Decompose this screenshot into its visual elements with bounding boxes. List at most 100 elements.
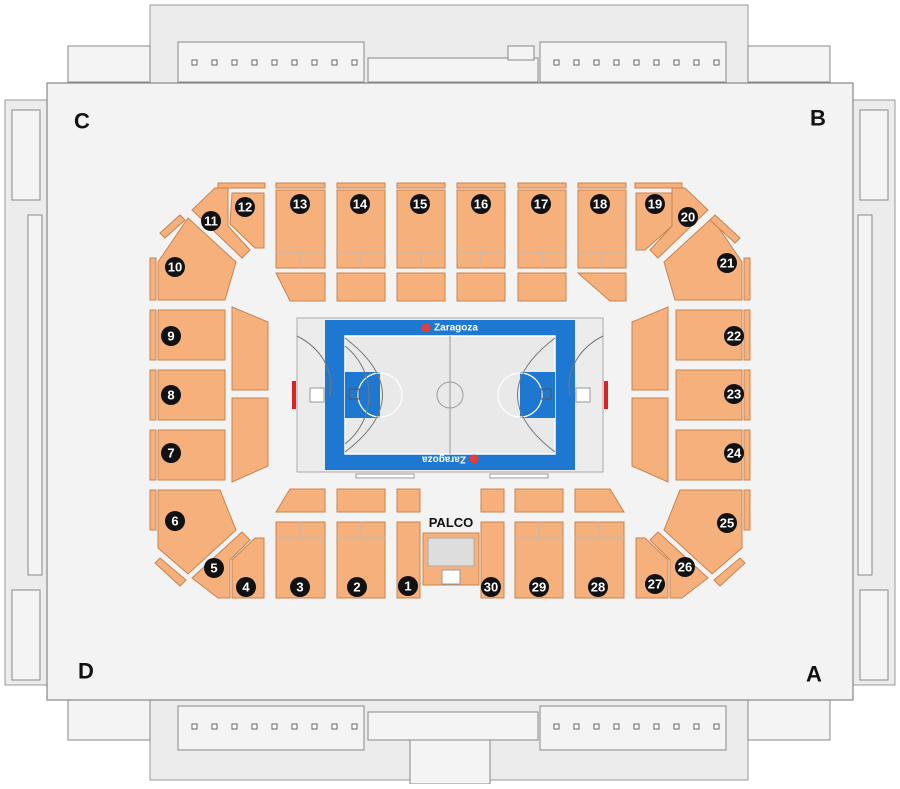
svg-text:12: 12 — [238, 200, 252, 215]
section-22[interactable] — [675, 309, 743, 361]
svg-text:6: 6 — [171, 514, 178, 529]
badge-19: 19 — [645, 194, 665, 214]
window-marker — [693, 723, 700, 730]
section-17-top-rail — [517, 182, 567, 189]
section-17[interactable] — [517, 189, 567, 269]
badge-27: 27 — [645, 574, 665, 594]
court-brand-top: Zaragoza — [421, 323, 478, 334]
window-marker — [291, 723, 298, 730]
section-15[interactable] — [396, 189, 446, 269]
window-marker — [191, 723, 198, 730]
window-marker — [251, 59, 258, 66]
svg-text:15: 15 — [413, 197, 427, 212]
section-13-top-rail — [275, 182, 326, 189]
section-20[interactable] — [649, 187, 709, 259]
window-marker — [573, 723, 580, 730]
section-29-upper — [514, 488, 564, 513]
badge-13: 13 — [290, 194, 310, 214]
section-18[interactable] — [577, 189, 627, 269]
badge-17: 17 — [531, 194, 551, 214]
badge-22: 22 — [724, 326, 744, 346]
section-22-rail — [743, 309, 751, 361]
section-12-top-rail — [217, 182, 266, 189]
svg-text:28: 28 — [591, 580, 605, 595]
section-21[interactable] — [663, 217, 743, 301]
svg-text:3: 3 — [296, 580, 303, 595]
section-28[interactable] — [574, 521, 625, 599]
badge-23: 23 — [724, 384, 744, 404]
section-badges: 1 2 3 4 5 6 7 8 9 10 11 12 13 14 15 16 1… — [161, 194, 744, 597]
section-21-rail — [743, 257, 751, 301]
section-13[interactable] — [275, 189, 326, 269]
svg-text:22: 22 — [727, 329, 741, 344]
badge-7: 7 — [161, 443, 181, 463]
badge-18: 18 — [590, 194, 610, 214]
window-marker — [653, 723, 660, 730]
window-marker — [211, 59, 218, 66]
section-10[interactable] — [157, 217, 237, 301]
section-13-lower — [275, 272, 326, 302]
badge-2: 2 — [347, 577, 367, 597]
window-marker — [673, 723, 680, 730]
badge-20: 20 — [678, 207, 698, 227]
section-9-rail — [149, 309, 157, 361]
svg-text:25: 25 — [720, 516, 734, 531]
window-marker — [331, 59, 338, 66]
section-left-inner-lower — [231, 397, 269, 483]
badge-4: 4 — [236, 577, 256, 597]
section-17-lower — [517, 272, 567, 302]
section-24[interactable] — [675, 429, 743, 481]
window-marker — [553, 723, 560, 730]
window-marker — [351, 723, 358, 730]
section-26-wedge — [713, 557, 746, 587]
section-9[interactable] — [157, 309, 226, 361]
corner-label-b: B — [810, 106, 826, 131]
section-25-rail — [743, 489, 751, 531]
svg-text:26: 26 — [678, 560, 692, 575]
window-marker — [311, 723, 318, 730]
section-23[interactable] — [675, 369, 743, 421]
window-marker — [693, 59, 700, 66]
badge-9: 9 — [161, 326, 181, 346]
svg-text:19: 19 — [648, 197, 662, 212]
section-18-lower — [576, 272, 627, 302]
corner-label-c: C — [74, 109, 90, 134]
section-2[interactable] — [336, 521, 386, 599]
section-25[interactable] — [663, 489, 743, 575]
section-29[interactable] — [514, 521, 564, 599]
section-21-wedge — [709, 214, 741, 244]
badge-12: 12 — [235, 197, 255, 217]
window-marker — [291, 59, 298, 66]
basketball-court: Zaragoza Zaragoza — [292, 317, 608, 479]
section-3[interactable] — [275, 521, 326, 599]
badge-15: 15 — [410, 194, 430, 214]
section-5-wedge — [154, 557, 187, 587]
svg-text:30: 30 — [484, 580, 498, 595]
section-14[interactable] — [336, 189, 386, 269]
svg-text:11: 11 — [204, 214, 218, 229]
section-7[interactable] — [157, 429, 226, 481]
window-marker — [553, 59, 560, 66]
window-marker — [231, 59, 238, 66]
window-marker — [633, 59, 640, 66]
palco-box: PALCO — [422, 515, 480, 586]
svg-text:13: 13 — [293, 197, 307, 212]
section-8[interactable] — [157, 369, 226, 421]
svg-text:24: 24 — [727, 446, 742, 461]
corner-label-d: D — [78, 659, 94, 684]
svg-text:10: 10 — [168, 260, 182, 275]
svg-text:16: 16 — [474, 197, 488, 212]
window-marker — [613, 59, 620, 66]
section-11[interactable] — [191, 187, 251, 259]
badge-1: 1 — [398, 576, 418, 596]
section-15-top-rail — [396, 182, 446, 189]
badge-30: 30 — [481, 577, 501, 597]
section-6[interactable] — [157, 489, 237, 575]
window-marker — [191, 59, 198, 66]
svg-text:9: 9 — [167, 329, 174, 344]
section-19-top-rail — [634, 182, 683, 189]
section-23-rail — [743, 369, 751, 421]
section-10-wedge — [159, 214, 186, 239]
section-16[interactable] — [456, 189, 506, 269]
section-30-upper — [480, 488, 505, 513]
